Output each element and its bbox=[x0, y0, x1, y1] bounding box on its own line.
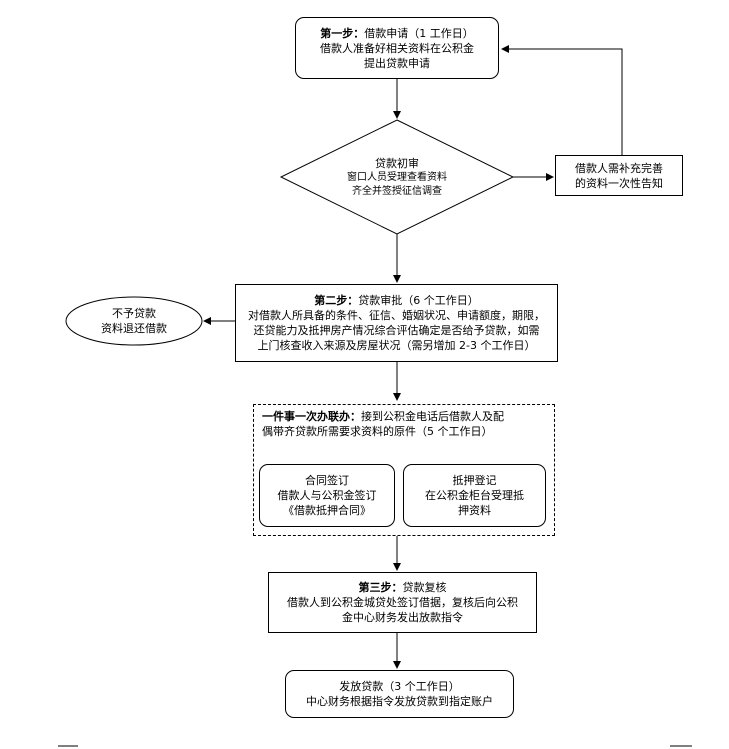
contract-line2: 借款人与公积金签订 bbox=[277, 489, 377, 502]
step2-line3: 还贷能力及抵押房产情况综合评估确定是否给予贷款，如需 bbox=[253, 324, 540, 337]
reject-line2: 资料退还借款 bbox=[101, 322, 167, 335]
mortgage-line1: 抵押登记 bbox=[452, 474, 497, 487]
step3-title: 贷款复核 bbox=[402, 581, 447, 594]
arrow-supplement-to-step1 bbox=[501, 45, 623, 155]
step3-line2: 借款人到公积金城贷处签订借据，复核后向公积 bbox=[287, 596, 518, 609]
one-stop-title: 接到公积金电话后借款人及配 bbox=[361, 410, 504, 423]
mortgage-box: 抵押登记 在公积金柜台受理抵 押资料 bbox=[403, 464, 546, 527]
contract-box: 合同签订 借款人与公积金签订 《借款抵押合同》 bbox=[259, 464, 395, 527]
initial-review-title: 贷款初审 bbox=[375, 156, 419, 170]
step2-box: 第二步：贷款审批（6 个工作日） 对借款人所具备的条件、征信、婚姻状况、申请额度… bbox=[235, 284, 558, 362]
contract-line1: 合同签订 bbox=[305, 474, 349, 487]
step3-box: 第三步：贷款复核 借款人到公积金城贷处签订借据，复核后向公积 金中心财务发出放款… bbox=[268, 572, 537, 633]
mortgage-line3: 押资料 bbox=[458, 504, 491, 517]
one-stop-header: 一件事一次办联办：接到公积金电话后借款人及配 偶带齐贷款所需要求资料的原件（5 … bbox=[262, 409, 552, 443]
supplement-box: 借款人需补充完善 的资料一次性告知 bbox=[555, 155, 683, 196]
supplement-line2: 的资料一次性告知 bbox=[575, 176, 663, 190]
reject-ellipse bbox=[65, 296, 203, 346]
step1-title-bold: 第一步： bbox=[320, 26, 365, 40]
step1-line3: 提出贷款申请 bbox=[364, 56, 430, 70]
step2-title-bold: 第二步： bbox=[314, 294, 359, 307]
disburse-line1: 发放贷款（3 个工作日） bbox=[339, 680, 460, 693]
initial-review-line2: 窗口人员受理查看资料 bbox=[347, 171, 447, 183]
reject-text: 不予贷款 资料退还借款 bbox=[76, 301, 192, 341]
step1-line2: 借款人准备好相关资料在公积金 bbox=[320, 41, 474, 55]
one-stop-line2: 偶带齐贷款所需要求资料的原件（5 个工作日） bbox=[262, 425, 493, 438]
one-stop-title-bold: 一件事一次办联办： bbox=[262, 410, 361, 423]
step2-line4: 上门核查收入来源及房屋状况（需另增加 2-3 个工作日） bbox=[257, 339, 536, 352]
disburse-line2: 中心财务根据指令发放贷款到指定账户 bbox=[306, 695, 493, 708]
contract-line3: 《借款抵押合同》 bbox=[283, 504, 371, 517]
initial-review-line3: 齐全并签授征信调查 bbox=[352, 185, 442, 197]
step1-box: 第一步：借款申请（1 工作日） 借款人准备好相关资料在公积金 提出贷款申请 bbox=[295, 17, 499, 79]
step2-line2: 对借款人所具备的条件、征信、婚姻状况、申请额度，期限， bbox=[248, 309, 545, 322]
step3-title-bold: 第三步： bbox=[358, 581, 403, 594]
mortgage-line2: 在公积金柜台受理抵 bbox=[425, 489, 524, 502]
step3-line3: 金中心财务发出放款指令 bbox=[342, 611, 463, 624]
step2-title: 贷款审批（6 个工作日） bbox=[358, 294, 479, 307]
reject-line1: 不予贷款 bbox=[112, 307, 156, 320]
step1-title: 借款申请（1 工作日） bbox=[364, 26, 474, 40]
disburse-box: 发放贷款（3 个工作日） 中心财务根据指令发放贷款到指定账户 bbox=[285, 670, 514, 718]
supplement-line1: 借款人需补充完善 bbox=[575, 161, 663, 175]
initial-review-text: 贷款初审 窗口人员受理查看资料 齐全并签授征信调查 bbox=[317, 147, 477, 207]
